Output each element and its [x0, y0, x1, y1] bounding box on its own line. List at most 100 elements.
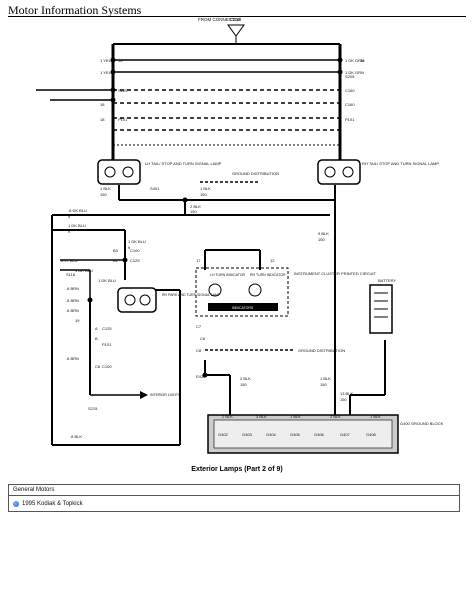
wire-label: P101: [345, 117, 355, 122]
footer-model-row: 1995 Kodiak & Topkick: [9, 496, 459, 509]
wire-label: 1 DK BLU: [75, 268, 93, 273]
splice-points: [87, 57, 343, 378]
g406: G406: [314, 432, 325, 437]
wire-label: B: [95, 336, 98, 341]
globe-icon: [13, 501, 19, 507]
wire-label: .8 BRN: [66, 286, 79, 291]
battery: BATTERY: [369, 278, 396, 334]
wire-label: 150: [320, 382, 327, 387]
wire-label: 2 BLK: [222, 414, 233, 419]
g407: G407: [340, 432, 351, 437]
ground-dist2-label: GROUND DISTRIBUTION: [298, 348, 345, 353]
wire-label: 9: [128, 245, 131, 250]
ground-distribution-top: GROUND DISTRIBUTION: [200, 171, 279, 183]
source-connector: FROM CONNECTOR C211: [113, 17, 340, 45]
wire-label: 1 BLK: [200, 186, 211, 191]
rh-tail-lamp: RH TAIL/ STOP AND TURN SIGNAL LAMP: [317, 159, 439, 185]
page-title: Motor Information Systems: [8, 3, 142, 17]
wire-label: 12: [270, 258, 275, 263]
wire-label: 1 BLK: [370, 414, 381, 419]
rh-turn-label: RH TURN INDICATOR: [250, 273, 286, 277]
rh-park-label: RH PARK AND TURN SIGNAL LAMP: [162, 293, 221, 297]
wire-label: 1 DK GRN: [345, 58, 364, 63]
wire-label: 19: [75, 318, 80, 323]
wire-label: 2 BLK: [330, 414, 341, 419]
interior-lights-arrow: INTERIOR LIGHTS: [140, 391, 181, 399]
wire-label: 1 DK GRN: [345, 70, 364, 75]
wire-label: 150: [100, 192, 107, 197]
wire-label: .8 DK BLU: [68, 208, 87, 213]
wire-label: S205: [345, 74, 355, 79]
rh-tail-label: RH TAIL/ STOP AND TURN SIGNAL LAMP: [362, 161, 439, 166]
wire-label: 150: [240, 382, 247, 387]
wire-label: 1 BLK: [290, 414, 301, 419]
battery-label: BATTERY: [378, 278, 396, 283]
rh-park-lamp: RH PARK AND TURN SIGNAL LAMP: [117, 287, 221, 313]
wire-label: 1 DK BLU: [68, 223, 86, 228]
harness-lines: [36, 44, 386, 446]
wire-label: B1: [113, 258, 119, 263]
wire-label: S215: [88, 406, 98, 411]
g405: G405: [290, 432, 301, 437]
wire-label: 18: [118, 58, 123, 63]
ground-block: G400 GROUND BLOCK G402 G403 G404 G405 G4…: [207, 414, 444, 454]
wire-label: 9: [68, 229, 71, 234]
wire-label: 150: [318, 237, 325, 242]
wire-label: C160: [345, 102, 355, 107]
wire-label: C100: [130, 248, 140, 253]
wire-label: B3: [113, 248, 119, 253]
wire-label: 1 YEL: [100, 58, 112, 63]
wire-label: C125: [102, 326, 112, 331]
connector-ref: C211: [230, 17, 241, 22]
wire-label: 1 YEL: [100, 70, 112, 75]
wire-label: .8 BRN: [66, 298, 79, 303]
indicators-label: INDICATORS: [232, 306, 254, 310]
wire-label: 1 DK BLU: [98, 278, 116, 283]
g408: G408: [366, 432, 377, 437]
wire-label: 18: [100, 117, 105, 122]
wire-label: S118: [66, 272, 76, 277]
wire-label: 13 BLK: [340, 391, 353, 396]
wire-label: P101: [102, 342, 112, 347]
ground-distribution-mid: GROUND DISTRIBUTION: [205, 348, 345, 353]
wire-label: .8 BRN: [66, 356, 79, 361]
footer-table: General Motors 1995 Kodiak & Topkick: [8, 484, 460, 512]
wire-label: .8 BLK: [70, 434, 82, 439]
wire-label: C100: [102, 364, 112, 369]
wire-label: 1 BLK: [320, 376, 331, 381]
wire-label: 1 DK BLU: [128, 239, 146, 244]
wire-label: 9: [68, 214, 71, 219]
g403: G403: [242, 432, 253, 437]
wire-label: A: [95, 326, 98, 331]
wire-label: 1 BLK: [100, 186, 111, 191]
footer-maker: General Motors: [9, 485, 459, 496]
wire-label: 3 BLK: [256, 414, 267, 419]
cluster-label: INSTRUMENT CLUSTER PRINTED CIRCUIT: [294, 271, 376, 276]
wire-label: 150: [340, 397, 347, 402]
g404: G404: [266, 432, 277, 437]
lh-tail-lamp: LH TAIL/ STOP AND TURN SIGNAL LAMP: [97, 159, 222, 185]
g402: G402: [218, 432, 229, 437]
ground-dist-label: GROUND DISTRIBUTION: [232, 171, 279, 176]
wire-label: P101: [118, 117, 128, 122]
wire-label: C160: [345, 88, 355, 93]
wire-label: C6: [95, 364, 101, 369]
wire-label: 150: [190, 209, 197, 214]
wire-label: C6: [200, 336, 206, 341]
wire-label: 2 BLK: [190, 204, 201, 209]
instrument-cluster: LH TURN INDICATOR RH TURN INDICATOR INST…: [195, 267, 376, 317]
wire-label: S225: [118, 88, 128, 93]
from-connector-label: FROM CONNECTOR: [198, 17, 242, 22]
header-divider: [8, 16, 466, 17]
lh-turn-label: LH TURN INDICATOR: [210, 273, 245, 277]
wire-label: 18: [100, 102, 105, 107]
wire-label: C125: [130, 258, 140, 263]
wire-label: .8 BRN: [66, 308, 79, 313]
wire-label: .8 LT BLU: [60, 258, 78, 263]
wire-label: C7: [196, 324, 202, 329]
ground-block-label: G400 GROUND BLOCK: [400, 421, 444, 426]
wiring-diagram: FROM CONNECTOR C211: [36, 17, 444, 454]
wire-label: C8: [196, 348, 202, 353]
wire-label: 2 BLK: [240, 376, 251, 381]
